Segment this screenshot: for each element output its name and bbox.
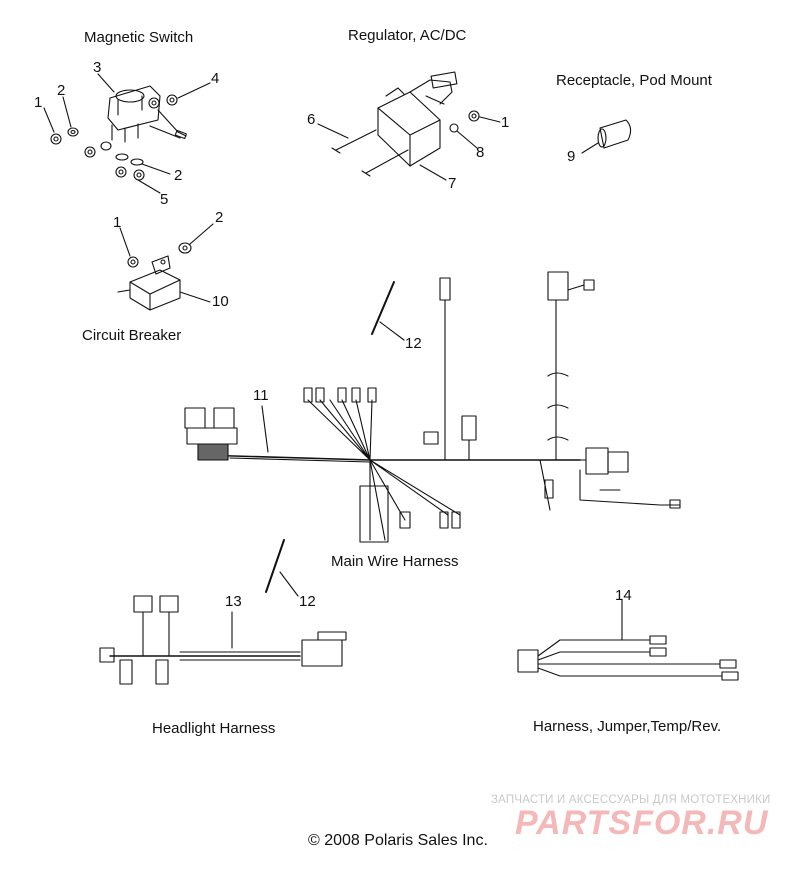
callout-1-washer: 1 bbox=[34, 94, 43, 111]
callout-3-switch: 3 bbox=[93, 59, 102, 76]
watermark-logo: PARTSFOR.RU bbox=[515, 804, 769, 842]
callout-13-headlight-harness: 13 bbox=[225, 593, 242, 610]
callout-2-lower: 2 bbox=[174, 167, 183, 184]
callout-12-headlight-tie: 12 bbox=[299, 593, 316, 610]
callout-14-jumper-harness: 14 bbox=[615, 587, 632, 604]
callout-6-bolt: 6 bbox=[307, 111, 316, 128]
receptacle-drawing bbox=[581, 119, 632, 154]
magnetic-switch-title: Magnetic Switch bbox=[84, 29, 194, 46]
jumper-harness-drawing bbox=[517, 599, 739, 681]
callout-9-receptacle: 9 bbox=[567, 148, 576, 165]
watermark-tagline: ЗАПЧАСТИ И АКСЕССУАРЫ ДЛЯ МОТОТЕХНИКИ bbox=[491, 794, 771, 806]
callout-1-nut: 1 bbox=[501, 114, 510, 131]
callout-7-regulator: 7 bbox=[448, 175, 457, 192]
circuit-breaker-drawing bbox=[117, 223, 214, 311]
headlight-harness-drawing bbox=[99, 539, 347, 685]
main-harness-title: Main Wire Harness bbox=[331, 553, 459, 570]
circuit-breaker-title: Circuit Breaker bbox=[82, 327, 182, 344]
callout-2-washer: 2 bbox=[57, 82, 66, 99]
callout-12-main-tie: 12 bbox=[405, 335, 422, 352]
headlight-harness-title: Headlight Harness bbox=[152, 720, 276, 737]
receptacle-title: Receptacle, Pod Mount bbox=[556, 72, 712, 89]
copyright-notice: © 2008 Polaris Sales Inc. bbox=[308, 832, 488, 849]
callout-11-main-harness: 11 bbox=[253, 387, 269, 404]
main-harness-drawing bbox=[184, 271, 681, 543]
jumper-harness-title: Harness, Jumper,Temp/Rev. bbox=[533, 718, 722, 735]
regulator-drawing bbox=[317, 71, 501, 181]
callout-10-circuit-breaker: 10 bbox=[212, 293, 229, 310]
regulator-title: Regulator, AC/DC bbox=[348, 27, 467, 44]
callout-4-gear-washer: 4 bbox=[211, 70, 220, 87]
callout-5-nut: 5 bbox=[160, 191, 169, 208]
magnetic-switch-drawing bbox=[43, 73, 211, 194]
callout-1-cb-nut: 1 bbox=[113, 214, 122, 231]
callout-8-washer: 8 bbox=[476, 144, 485, 161]
callout-2-cb-washer: 2 bbox=[215, 209, 224, 226]
